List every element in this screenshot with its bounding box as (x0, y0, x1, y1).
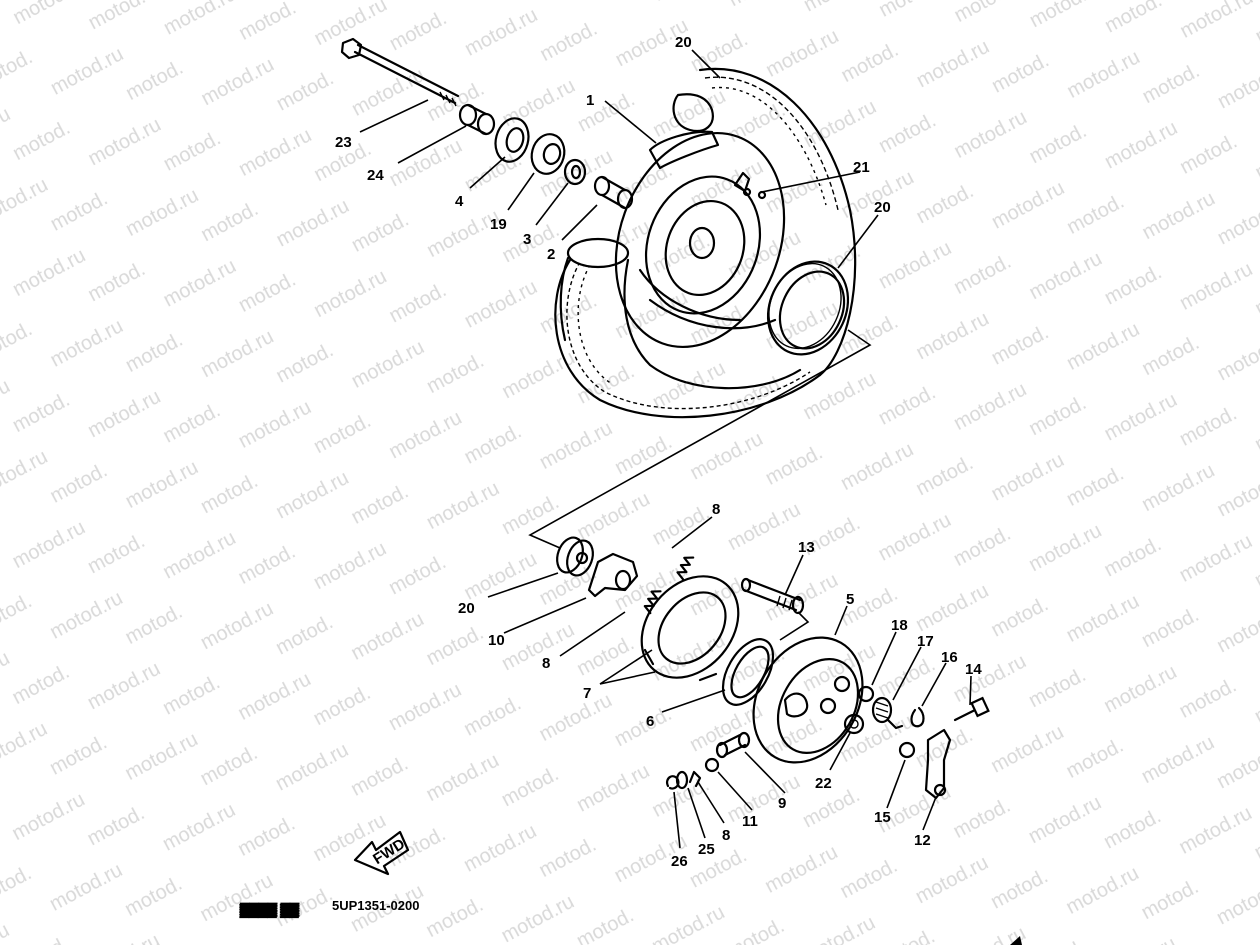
axle-stack (340, 37, 634, 210)
callout-11: 10 (488, 632, 505, 649)
callout-24: 22 (815, 775, 832, 792)
callout-6: 6 (646, 713, 654, 730)
callout-25: 23 (335, 134, 352, 151)
callout-13: 12 (914, 832, 931, 849)
svg-text:5UP1351-0200: 5UP1351-0200 (332, 898, 419, 913)
wheel-assembly (554, 67, 857, 419)
callout-10: 9 (778, 795, 786, 812)
corner-mark (1010, 936, 1022, 945)
callout-8a: 8 (712, 501, 720, 518)
callout-27: 25 (698, 841, 715, 858)
callout-12: 11 (742, 813, 758, 830)
callout-16: 15 (874, 809, 891, 826)
callout-15: 14 (965, 661, 982, 678)
callout-22: 20 (675, 34, 692, 51)
assembly-connector-line (528, 329, 872, 549)
callout-19: 18 (891, 617, 908, 634)
callout-2: 2 (547, 246, 555, 263)
callout-1: 1 (586, 92, 594, 109)
callout-14: 13 (798, 539, 815, 556)
callout-5: 5 (846, 591, 854, 608)
callout-18: 17 (917, 633, 934, 650)
callout-26: 24 (367, 167, 384, 184)
diagram-code: ▒▒▒▒ ▒▒ 5UP1351-0200 (239, 898, 419, 919)
callout-20a: 19 (490, 216, 507, 233)
callout-17: 16 (941, 649, 958, 666)
callout-7: 7 (583, 685, 591, 702)
callout-20b: 20 (458, 600, 475, 617)
svg-text:▒▒▒▒ ▒▒: ▒▒▒▒ ▒▒ (240, 902, 300, 918)
callout-8b: 8 (542, 655, 550, 672)
callout-21: 20 (874, 199, 891, 216)
leader-lines (359, 49, 972, 849)
callout-28: 26 (671, 853, 688, 870)
callout-4: 4 (455, 193, 464, 210)
callout-3: 3 (523, 231, 531, 248)
callout-labels: 23 24 4 19 3 2 1 20 21 20 8 13 5 20 10 8… (335, 34, 982, 870)
brake-assembly (556, 536, 990, 800)
callout-9: 8 (722, 827, 730, 844)
callout-23: 21 (853, 159, 870, 176)
